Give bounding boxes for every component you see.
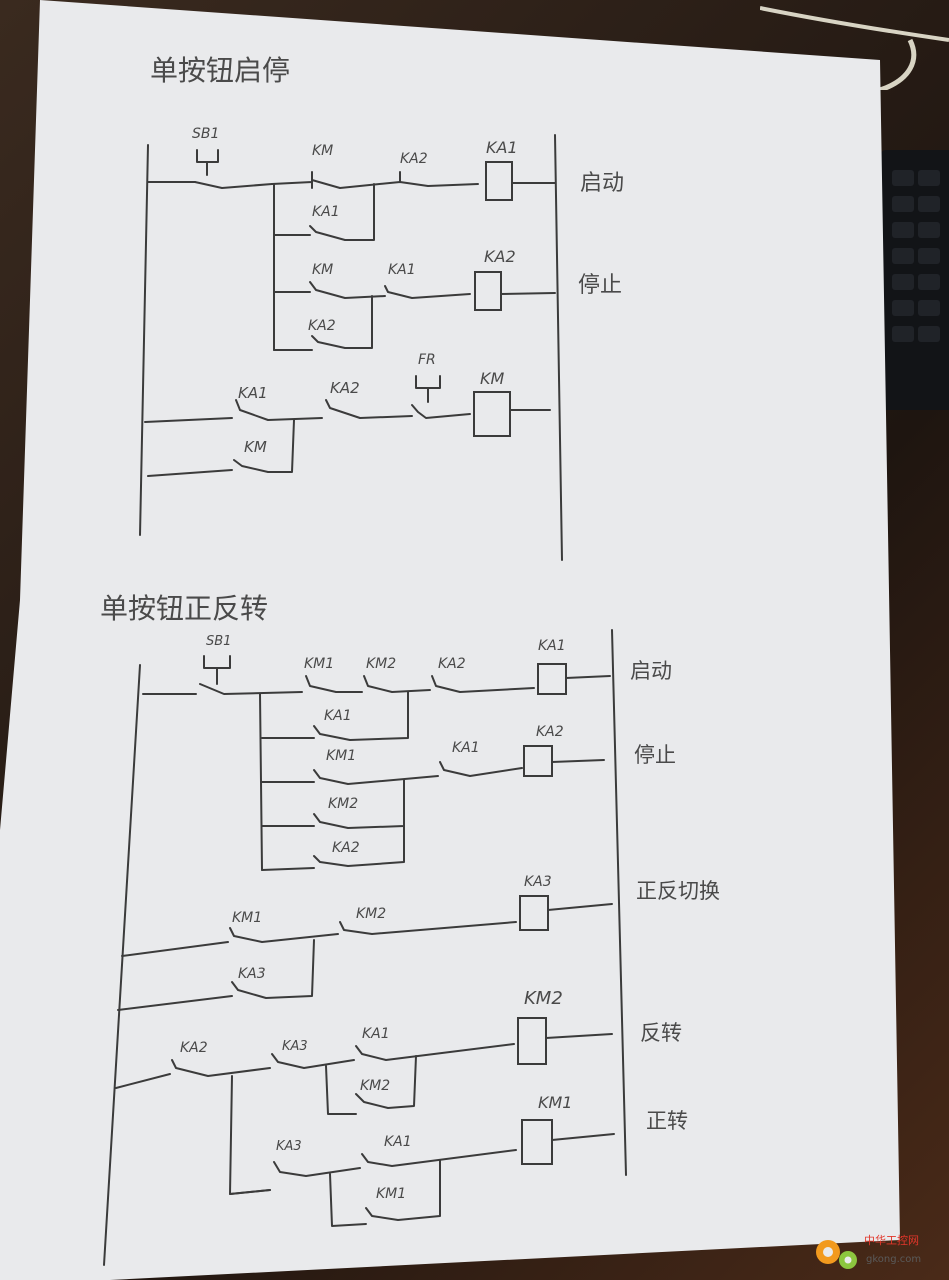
s2-rung-stop bbox=[261, 745, 605, 871]
s2-forward-label: 正转 bbox=[646, 1109, 688, 1133]
s2-km2-label-c: KM2 bbox=[356, 906, 386, 922]
s2-ka1-label-e: KA1 bbox=[384, 1134, 412, 1150]
s2-km2-coil-label: KM2 bbox=[524, 988, 563, 1009]
section1-title: 单按钮启停 bbox=[150, 54, 290, 87]
s2-ka1-hold-label: KA1 bbox=[324, 708, 352, 724]
keyboard bbox=[880, 150, 949, 410]
s1-sb1-label: SB1 bbox=[192, 126, 219, 142]
s2-ka1-coil-label: KA1 bbox=[538, 638, 566, 654]
s2-ka3-label-d: KA3 bbox=[282, 1039, 308, 1054]
s1-km-hold-label: KM bbox=[244, 438, 267, 456]
s2-km1-coil-label: KM1 bbox=[538, 1093, 572, 1112]
s2-start-label: 启动 bbox=[630, 659, 672, 683]
s2-km2-label-a: KM2 bbox=[366, 656, 396, 672]
s1-fr-label: FR bbox=[418, 352, 436, 368]
s1-km-label-b: KM bbox=[312, 262, 333, 278]
s1-rung-stop bbox=[273, 234, 556, 351]
s2-ka1-label-b: KA1 bbox=[452, 740, 480, 756]
s2-rung-reverse bbox=[115, 1017, 613, 1195]
s1-rung-start bbox=[147, 149, 556, 241]
s1-right-rail bbox=[554, 134, 563, 561]
s2-km2-hold-label: KM2 bbox=[360, 1078, 390, 1094]
s1-ka1-label-b: KA1 bbox=[388, 262, 416, 278]
s2-rung-start bbox=[142, 655, 611, 871]
s2-ka2-label-a: KA2 bbox=[438, 656, 466, 672]
watermark-text: 中华工控网 bbox=[864, 1233, 919, 1247]
s2-km1-label-c: KM1 bbox=[232, 910, 262, 926]
s1-start-label: 启动 bbox=[580, 171, 624, 196]
s2-km2-label-b: KM2 bbox=[328, 796, 358, 812]
s1-ka1-hold-label: KA1 bbox=[312, 204, 340, 220]
watermark-logo: 中华工控网 gkong.com bbox=[816, 1233, 921, 1269]
s2-km1-hold-label: KM1 bbox=[376, 1186, 406, 1202]
s2-ka2-coil-label: KA2 bbox=[536, 724, 564, 740]
s2-km1-label-b: KM1 bbox=[326, 748, 356, 764]
s2-ka3-label-e: KA3 bbox=[276, 1139, 302, 1154]
s1-left-rail bbox=[139, 144, 149, 536]
s1-rung-motor bbox=[144, 375, 551, 477]
s2-ka1-label-d: KA1 bbox=[362, 1026, 390, 1042]
s1-ka2-hold-label: KA2 bbox=[308, 318, 336, 334]
s1-ka2-coil-label: KA2 bbox=[484, 247, 516, 266]
cable bbox=[760, 6, 949, 90]
s2-ka2-hold-label: KA2 bbox=[332, 840, 360, 856]
s1-km-coil-label: KM bbox=[480, 369, 504, 388]
s2-reverse-label: 反转 bbox=[640, 1021, 682, 1045]
s2-km1-label-a: KM1 bbox=[304, 656, 334, 672]
s2-ka3-coil-label: KA3 bbox=[524, 874, 552, 890]
s2-rung-forward bbox=[229, 1119, 615, 1227]
s1-ka2-label-c: KA2 bbox=[330, 379, 360, 397]
s2-left-rail bbox=[103, 664, 141, 1266]
s1-ka1-label-c: KA1 bbox=[238, 384, 268, 402]
section2-title: 单按钮正反转 bbox=[100, 592, 268, 625]
s2-ka2-label-d: KA2 bbox=[180, 1040, 208, 1056]
s1-ka1-coil-label: KA1 bbox=[486, 138, 518, 157]
s1-stop-label: 停止 bbox=[578, 273, 622, 298]
s2-ka3-hold-label: KA3 bbox=[238, 966, 266, 982]
s2-switch-label: 正反切换 bbox=[636, 879, 720, 903]
s2-right-rail bbox=[611, 629, 627, 1176]
s2-stop-label: 停止 bbox=[634, 743, 676, 767]
s2-rung-switch bbox=[117, 895, 613, 1011]
s1-km-label-a: KM bbox=[312, 143, 333, 159]
s1-ka2-label-a: KA2 bbox=[400, 151, 428, 167]
watermark-site: gkong.com bbox=[866, 1254, 921, 1265]
s2-sb1-label: SB1 bbox=[206, 634, 231, 649]
